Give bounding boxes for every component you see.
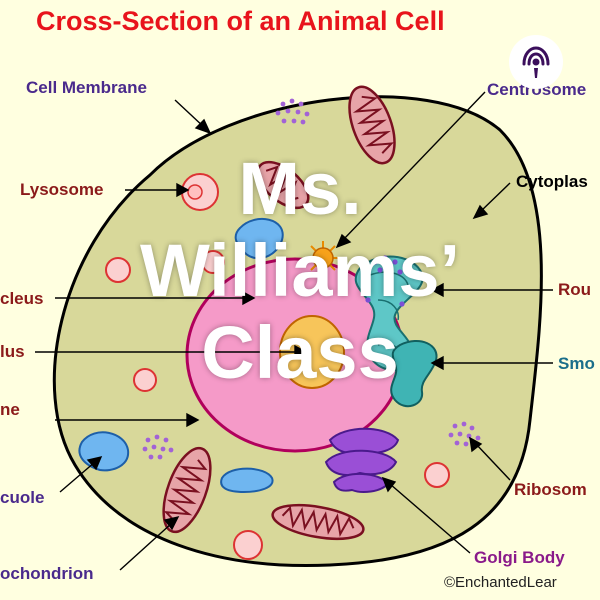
label-rough-er: Rou: [558, 280, 592, 299]
vacuole-shape: [78, 431, 130, 472]
label-nucleus: cleus: [0, 289, 44, 308]
rough-er-shape: [354, 255, 424, 371]
vacuole-shape: [220, 467, 274, 494]
lysosome-shape: [105, 257, 131, 283]
label-mitochondrion: ochondrion: [0, 564, 94, 583]
golgi-body-shape: [324, 427, 400, 493]
label-cytoplasm: Cytoplas: [516, 172, 588, 191]
label-nuclear-membrane: ne: [0, 400, 20, 419]
lysosome-shape: [233, 530, 263, 560]
ribosome-cluster: [142, 434, 174, 460]
centrosome-shape: [306, 241, 340, 275]
lysosome-shape: [133, 368, 157, 392]
ribosome-cluster: [448, 421, 481, 447]
diagram-title: Cross-Section of an Animal Cell: [36, 6, 445, 36]
mitochondrion-shape: [348, 85, 396, 165]
mitochondrion-shape: [256, 160, 310, 210]
label-lysosome: Lysosome: [20, 180, 104, 199]
label-centrosome: Centrosome: [487, 80, 587, 99]
lysosome-shape: [424, 462, 450, 488]
label-smooth-er: Smo: [558, 354, 595, 373]
label-arrows: [35, 91, 553, 571]
mitochondrion-shape: [271, 503, 365, 541]
vacuole-shape: [234, 218, 284, 260]
copyright-text: ©EnchantedLear: [444, 574, 557, 591]
lysosome-shape: [201, 250, 225, 274]
label-cell-membrane: Cell Membrane: [26, 78, 147, 97]
lysosome-shape: [187, 184, 203, 200]
label-nucleolus: lus: [0, 342, 25, 361]
label-vacuole: cuole: [0, 488, 45, 507]
mitochondrion-shape: [162, 446, 212, 534]
label-golgi-body: Golgi Body: [474, 548, 565, 567]
smooth-er-shape: [390, 340, 438, 408]
label-ribosomes: Ribosom: [514, 480, 587, 499]
podcast-icon: [509, 35, 563, 89]
ribosome-cluster: [275, 98, 310, 125]
